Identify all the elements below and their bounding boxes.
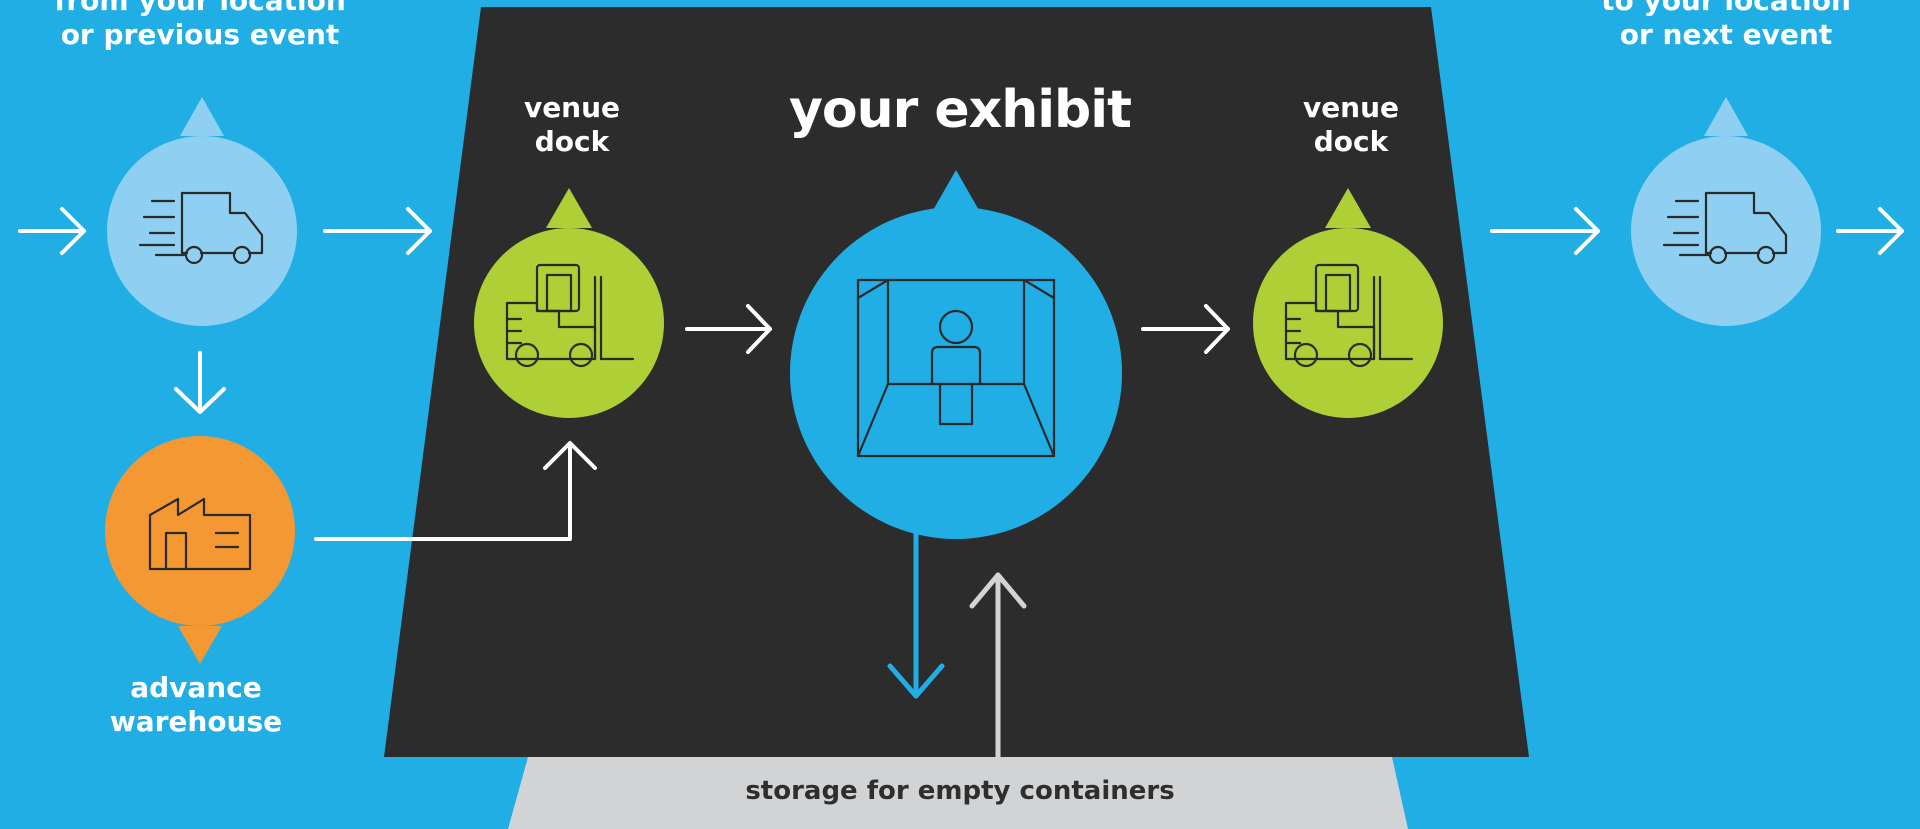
- destination-label-line-1: to your location: [1601, 0, 1851, 17]
- destination-label-line-2: or next event: [1619, 17, 1833, 51]
- arrow-exhibit-to-dock: [1141, 304, 1230, 354]
- destination-truck-node: [1631, 97, 1821, 326]
- arrow-origin-to-venue: [323, 207, 432, 255]
- exhibit-title: your exhibit: [789, 80, 1132, 140]
- arrow-venue-to-destination: [1490, 207, 1600, 255]
- right-dock-label-line-2: dock: [1313, 124, 1389, 158]
- left-dock-label: venue dock: [472, 91, 672, 158]
- warehouse-label-line-2: warehouse: [109, 704, 283, 738]
- origin-label: from your location or previous event: [0, 0, 400, 51]
- left-dock-label-line-2: dock: [534, 124, 610, 158]
- origin-truck-node: [107, 97, 297, 326]
- storage-label: storage for empty containers: [745, 776, 1175, 806]
- exhibit-node: [790, 170, 1122, 539]
- right-dock-label-line-1: venue: [1302, 91, 1400, 124]
- arrow-storage-to-exhibit: [969, 572, 1027, 760]
- left-dock-node: [474, 188, 664, 418]
- destination-label: to your location or next event: [1526, 0, 1920, 51]
- warehouse-label: advance warehouse: [96, 671, 296, 738]
- warehouse-label-line-1: advance: [130, 671, 262, 704]
- arrow-warehouse-to-dock: [314, 441, 597, 541]
- right-dock-label: venue dock: [1251, 91, 1451, 158]
- arrow-out-of-destination: [1836, 207, 1904, 255]
- right-dock-node: [1253, 188, 1443, 418]
- storage-area: [508, 757, 1408, 829]
- origin-label-line-2: or previous event: [60, 17, 340, 51]
- arrow-dock-to-exhibit: [685, 304, 772, 354]
- left-dock-label-line-1: venue: [523, 91, 621, 124]
- flow-arrows: [18, 207, 1904, 541]
- origin-label-line-1: from your location: [54, 0, 346, 17]
- arrow-exhibit-to-storage: [887, 529, 945, 699]
- arrow-into-origin: [18, 207, 86, 255]
- arrow-origin-to-warehouse: [174, 351, 226, 414]
- warehouse-node: [105, 436, 295, 664]
